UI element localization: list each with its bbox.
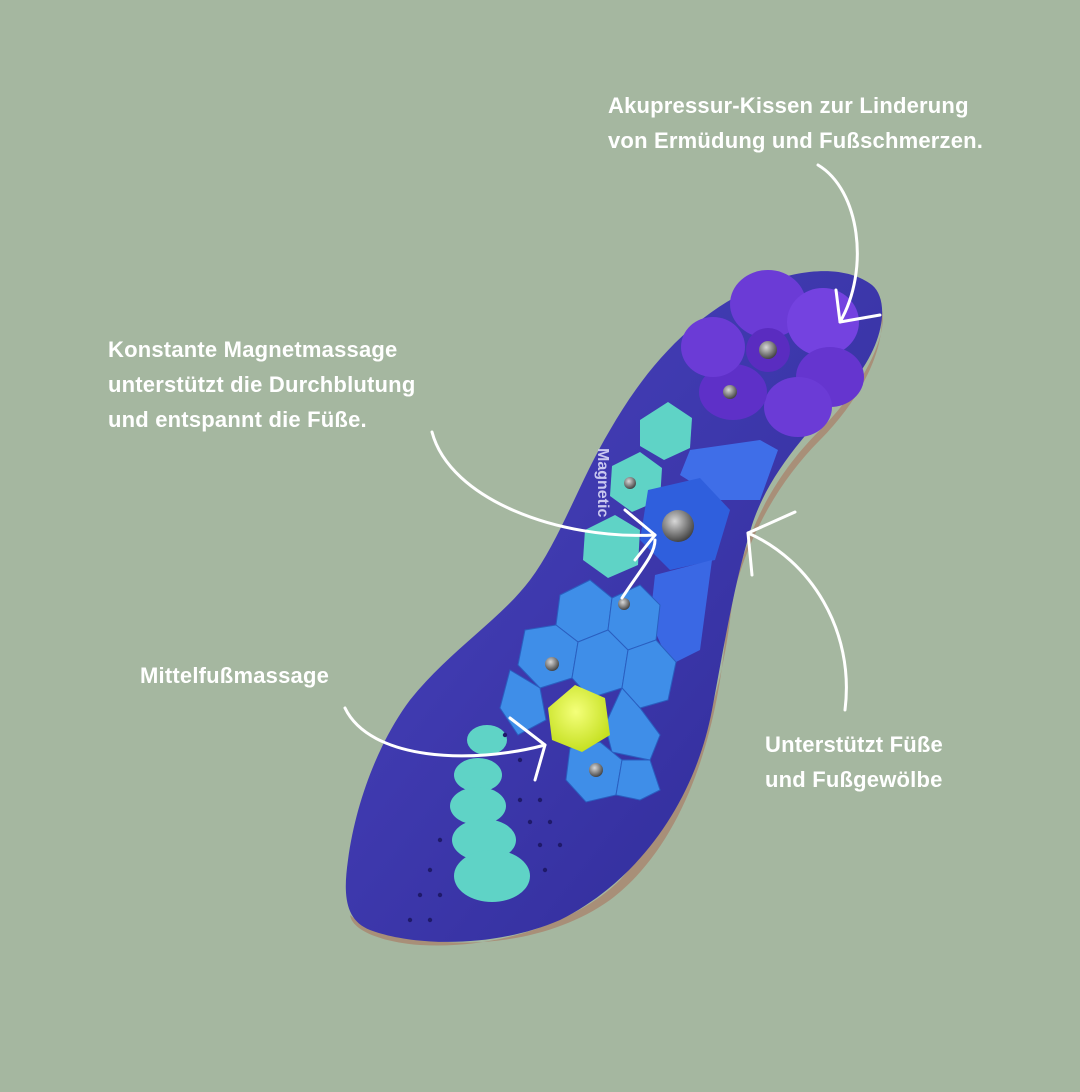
callout-arch-support: Unterstützt Füße und Fußgewölbe [765,727,943,797]
arrowhead-mid [508,716,547,782]
callout-magnet-line2: unterstützt die Durchblutung [108,372,416,397]
teal-pads [450,402,692,902]
callout-acupressure: Akupressur-Kissen zur Linderung von Ermü… [608,88,983,158]
callout-metatarsal-line1: Mittelfußmassage [140,663,330,688]
callout-acupressure-line1: Akupressur-Kissen zur Linderung [608,93,969,118]
callout-arch-line2: und Fußgewölbe [765,767,943,792]
arrow-acupressure [816,163,859,324]
acupressure-flower [681,270,864,437]
insole-imprint: Magnetic [594,448,611,517]
arrowhead-arch [746,510,797,577]
arch-support-pads [640,440,778,665]
arrowhead-magnet [623,508,657,562]
arrow-magnet [430,430,657,537]
arrow-magnet-2 [620,538,657,600]
arrow-arch [746,531,848,712]
callout-magnet-line1: Konstante Magnetmassage [108,337,398,362]
arrow-mid [343,706,547,758]
callout-arch-line1: Unterstützt Füße [765,732,943,757]
perforations [407,732,563,923]
callout-acupressure-line2: von Ermüdung und Fußschmerzen. [608,128,984,153]
arrowhead-acupressure [834,288,882,324]
callout-magnet-massage: Konstante Magnetmassage unterstützt die … [108,332,415,437]
callout-metatarsal-massage: Mittelfußmassage [140,658,329,693]
callout-magnet-line3: und entspannt die Füße. [108,407,367,432]
yellow-center-pad [548,685,610,752]
